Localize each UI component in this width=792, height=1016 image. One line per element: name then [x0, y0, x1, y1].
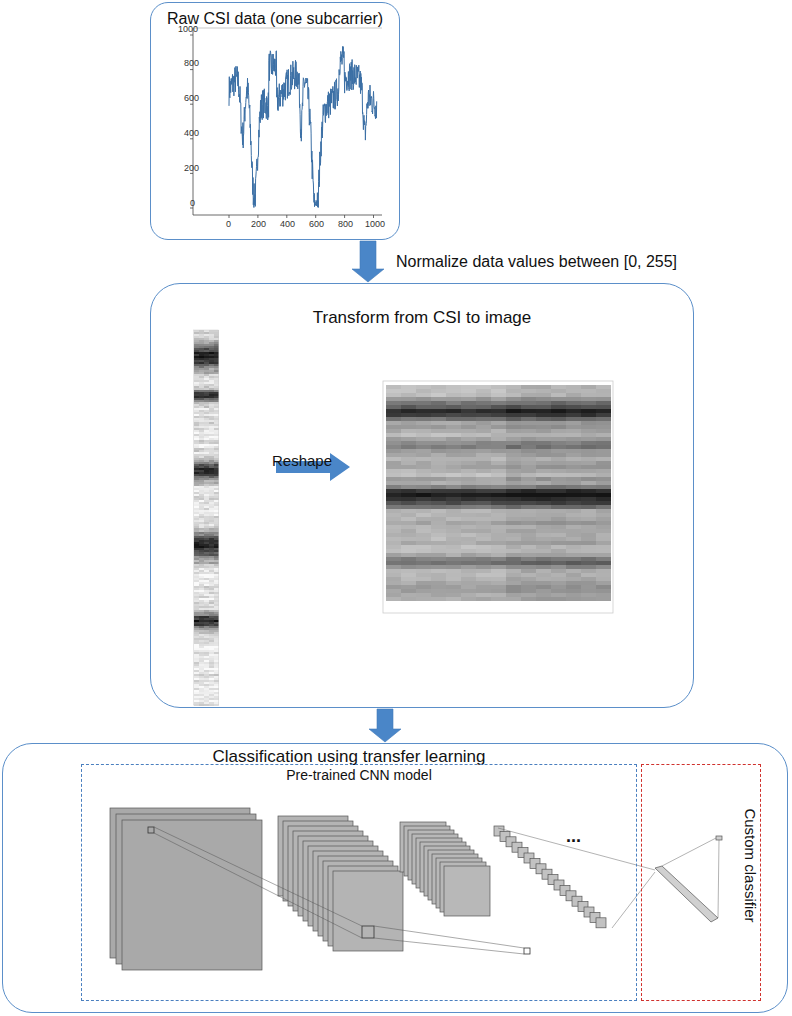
csi-line-chart [190, 28, 382, 218]
node-heading: Pre-trained CNN model [82, 767, 636, 783]
axis-tick: 800 [184, 58, 199, 68]
stage-panel: Transform from CSI to image [150, 283, 694, 708]
axis-tick: 0 [190, 198, 195, 208]
axis-tick: 0 [226, 219, 231, 229]
stage-panel: Raw CSI data (one subcarrier) [150, 2, 400, 240]
edge-label: Normalize data values between [0, 255] [394, 253, 679, 271]
axis-tick: 600 [309, 219, 324, 229]
node-heading: Transform from CSI to image [151, 308, 693, 328]
axis-tick: 400 [184, 128, 199, 138]
stage-panel: Classification using transfer learningPr… [2, 743, 788, 1013]
csi-strip-image [194, 330, 220, 706]
axis-tick: 400 [280, 219, 295, 229]
axis-tick: 1000 [178, 24, 198, 34]
classifier-box: Custom classifier [641, 764, 761, 1001]
node-heading: Custom classifier [741, 808, 758, 922]
axis-tick: 800 [338, 219, 353, 229]
axis-tick: 200 [184, 163, 199, 173]
cnn-layers [110, 808, 655, 970]
block-arrow [352, 241, 384, 282]
step-label: Reshape [272, 452, 332, 469]
axis-tick: 1000 [365, 219, 385, 229]
dense-layers [655, 836, 722, 922]
block-arrow [369, 709, 401, 742]
ellipsis: ... [566, 826, 581, 847]
reshaped-image [383, 381, 613, 613]
axis-tick: 600 [184, 93, 199, 103]
axis-tick: 200 [251, 219, 266, 229]
model-box: Pre-trained CNN model [81, 764, 637, 1001]
